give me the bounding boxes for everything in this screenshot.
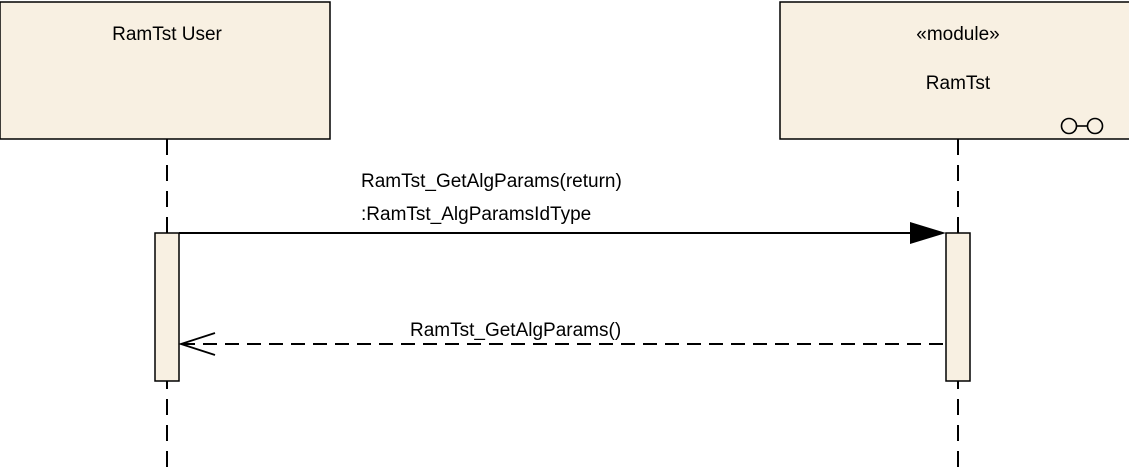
message-label-line1: RamTst_GetAlgParams() (410, 320, 621, 341)
lifeline-head-box[interactable] (0, 1, 331, 140)
lifeline-name: RamTst (926, 73, 991, 94)
open-arrowhead-icon (178, 332, 216, 356)
component-icon (1060, 117, 1104, 135)
activation-bar[interactable] (154, 232, 180, 382)
activation-bar[interactable] (945, 232, 971, 382)
lifeline-head-box[interactable] (779, 1, 1129, 140)
lifeline-ramtst-module: «module» RamTst (779, 1, 1129, 476)
lifeline-ramtst-user: RamTst User (0, 1, 331, 476)
filled-arrowhead-icon (910, 222, 946, 244)
lifeline-name: RamTst User (112, 24, 222, 45)
message-label-line1: RamTst_GetAlgParams(return) (361, 171, 622, 192)
lifeline-stereotype: «module» (916, 24, 999, 45)
message-call[interactable]: RamTst_GetAlgParams(return) :RamTst_AlgP… (179, 171, 946, 244)
message-label-line2: :RamTst_AlgParamsIdType (361, 204, 591, 225)
message-reply[interactable]: RamTst_GetAlgParams() (178, 320, 946, 356)
